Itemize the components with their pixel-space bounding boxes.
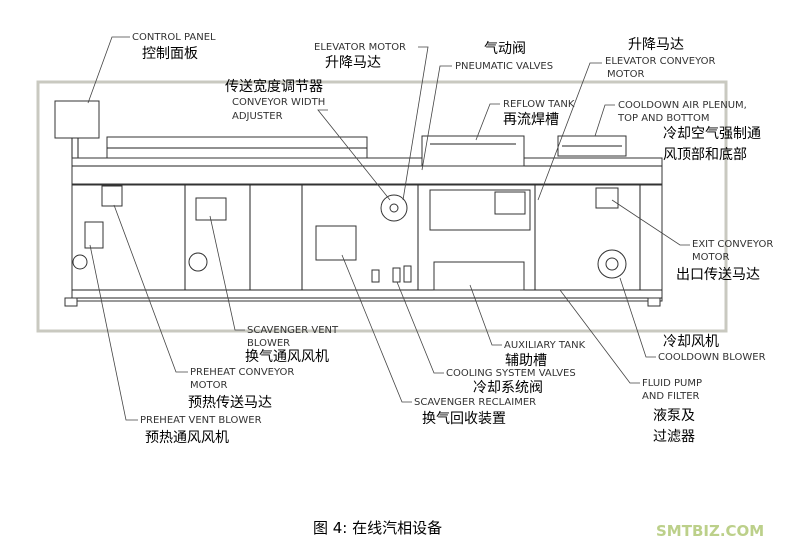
label-fluid-pump-en-1: FLUID PUMP xyxy=(642,378,702,389)
label-scavenger-reclaimer-en: SCAVENGER RECLAIMER xyxy=(414,397,536,408)
preheat-conveyor-motor-box xyxy=(101,185,123,207)
scavenger-vent-blower-box xyxy=(195,197,227,221)
label-cooldown-blower-en: COOLDOWN BLOWER xyxy=(658,352,766,363)
label-preheat-conveyor-en-1: PREHEAT CONVEYOR xyxy=(190,367,294,378)
label-auxiliary-tank-zh: 辅助槽 xyxy=(505,353,547,369)
label-cooldown-plenum-zh-1: 冷却空气强制通 xyxy=(663,126,761,142)
label-scavenger-reclaimer-zh: 换气回收装置 xyxy=(422,410,506,427)
label-preheat-conveyor-en-2: MOTOR xyxy=(190,380,227,391)
label-exit-conveyor-en-1: EXIT CONVEYOR xyxy=(692,239,773,250)
label-exit-conveyor-zh: 出口传送马达 xyxy=(676,267,760,283)
exit-conveyor-motor-box xyxy=(595,187,619,209)
reflow-tank-box xyxy=(421,135,525,167)
scavenger-fan xyxy=(188,252,208,272)
cooldown-blower-hub xyxy=(605,257,619,271)
label-scavenger-vent-en-2: BLOWER xyxy=(247,338,290,349)
label-elevator-conveyor-en-2: MOTOR xyxy=(607,69,644,80)
label-auxiliary-tank-en: AUXILIARY TANK xyxy=(504,340,586,351)
label-preheat-vent-zh: 预热通风风机 xyxy=(145,430,229,446)
outer-frame xyxy=(36,80,728,333)
label-preheat-conveyor-zh: 预热传送马达 xyxy=(188,395,272,411)
label-scavenger-vent-en-1: SCAVENGER VENT xyxy=(247,325,339,336)
preheat-fan xyxy=(72,254,88,270)
label-cooling-valves-zh: 冷却系统阀 xyxy=(473,380,543,396)
label-fluid-pump-en-2: AND FILTER xyxy=(642,391,700,402)
label-cooldown-plenum-zh-2: 风顶部和底部 xyxy=(663,147,747,163)
figure-caption: 图 4: 在线汽相设备 xyxy=(313,519,442,537)
label-control-panel-zh: 控制面板 xyxy=(142,46,198,62)
cooling-valve-3 xyxy=(403,265,412,283)
machine-frame xyxy=(64,136,663,307)
label-preheat-vent-en: PREHEAT VENT BLOWER xyxy=(140,415,262,426)
label-cooldown-plenum-en-1: COOLDOWN AIR PLENUM, xyxy=(618,100,747,111)
label-elevator-conveyor-zh: 升降马达 xyxy=(628,37,684,53)
label-reflow-tank-en: REFLOW TANK xyxy=(503,99,575,110)
label-exit-conveyor-en-2: MOTOR xyxy=(692,252,729,263)
label-conveyor-width-en-1: CONVEYOR WIDTH xyxy=(232,97,325,108)
label-pneumatic-valves-zh: 气动阀 xyxy=(484,41,526,57)
fluid-pump-box xyxy=(494,191,526,215)
control-panel-box xyxy=(54,100,100,139)
label-cooldown-plenum-en-2: TOP AND BOTTOM xyxy=(617,113,709,124)
label-pneumatic-valves-en: PNEUMATIC VALVES xyxy=(455,61,553,72)
label-cooldown-blower-zh: 冷却风机 xyxy=(663,334,719,350)
label-scavenger-vent-zh: 换气通风风机 xyxy=(245,348,329,365)
label-conveyor-width-en-2: ADJUSTER xyxy=(232,111,283,122)
scavenger-reclaimer-box xyxy=(315,225,357,261)
label-fluid-pump-zh-1: 液泵及 xyxy=(653,408,695,424)
cooling-valve-1 xyxy=(371,269,380,283)
label-control-panel-en: CONTROL PANEL xyxy=(132,32,216,43)
width-adjuster-hub xyxy=(389,203,399,213)
label-reflow-tank-zh: 再流焊槽 xyxy=(503,112,559,128)
label-conveyor-width-zh: 传送宽度调节器 xyxy=(225,78,323,95)
label-elevator-conveyor-en-1: ELEVATOR CONVEYOR xyxy=(605,56,716,67)
label-elevator-motor-en: ELEVATOR MOTOR xyxy=(314,42,406,53)
auxiliary-tank-box xyxy=(433,261,525,291)
preheat-vent-blower-box xyxy=(84,221,104,249)
leader-lines xyxy=(87,36,690,421)
cooling-valve-2 xyxy=(392,267,401,283)
label-elevator-motor-zh: 升降马达 xyxy=(325,55,381,71)
label-fluid-pump-zh-2: 过滤器 xyxy=(653,429,695,445)
watermark: SMTBIZ.COM xyxy=(656,522,764,540)
label-cooling-valves-en: COOLING SYSTEM VALVES xyxy=(446,368,576,379)
